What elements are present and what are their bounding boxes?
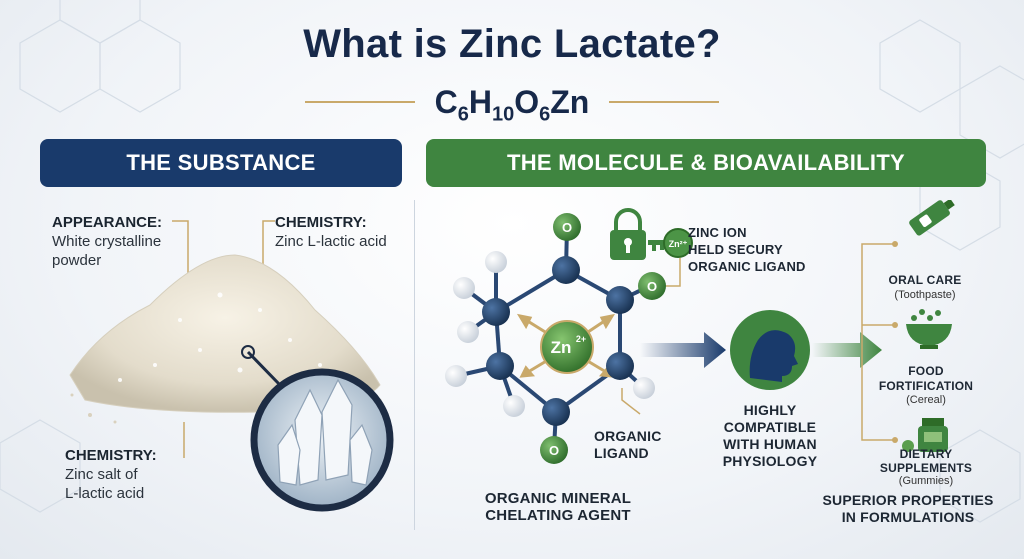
title-rule-right (609, 101, 719, 103)
lock-icon (610, 208, 646, 260)
use-oral-care: ORAL CARE (Toothpaste) (888, 273, 962, 301)
oxygen-atom (540, 436, 568, 464)
appearance-label: APPEARANCE: White crystalline powder (52, 214, 163, 269)
hydrogen-atom (457, 321, 479, 343)
zinc-ion-charge: 2+ (576, 334, 586, 344)
arrow-to-uses (812, 332, 882, 368)
substance-header: THE SUBSTANCE (40, 139, 402, 187)
hydrogen-atom (503, 395, 525, 417)
hydrogen-atom (453, 277, 475, 299)
physiology-caption: HIGHLY COMPATIBLE WITH HUMAN PHYSIOLOGY (722, 402, 818, 469)
chemical-formula: C6H10O6Zn (434, 84, 590, 126)
carbon-atom (552, 256, 580, 284)
crystal-magnifier (250, 368, 394, 512)
use-dietary-supplements: DIETARY SUPPLEMENTS (Gummies) (879, 447, 973, 487)
carbon-atom (482, 298, 510, 326)
svg-text:Zn²⁺: Zn²⁺ (669, 239, 688, 249)
powder-illustration (69, 220, 394, 512)
panel-divider (414, 200, 415, 530)
zinc-ion (540, 320, 594, 374)
hydrogen-atom (633, 377, 655, 399)
cereal-bowl-icon (906, 309, 952, 349)
chemistry-top-label: CHEMISTRY: Zinc L-lactic acid (275, 214, 387, 250)
chemistry-bottom-label: CHEMISTRY: Zinc salt of L-lactic acid (65, 447, 157, 502)
carbon-atom (606, 352, 634, 380)
carbon-atom (542, 398, 570, 426)
supplement-bottle-icon (902, 418, 948, 452)
carbon-atom (486, 352, 514, 380)
molecule-header: THE MOLECULE & BIOAVAILABILITY (426, 139, 986, 187)
title-rule-left (305, 101, 415, 103)
oxygen-label: O (562, 220, 572, 235)
toothpaste-icon (909, 200, 955, 236)
oxygen-label: O (549, 443, 559, 458)
hydrogen-atom (445, 365, 467, 387)
oxygen-atom (638, 272, 666, 300)
human-head-icon (749, 330, 798, 382)
oxygen-label: O (647, 279, 657, 294)
chelating-agent-caption: ORGANIC MINERAL CHELATING AGENT (484, 490, 632, 524)
oxygen-atom (553, 213, 581, 241)
key-icon: Zn²⁺ (648, 228, 693, 258)
superior-properties-caption: SUPERIOR PROPERTIES IN FORMULATIONS (822, 492, 994, 525)
page-title: What is Zinc Lactate? (303, 22, 721, 66)
organic-ligand-caption: ORGANIC LIGAND (594, 428, 662, 461)
carbon-atom (606, 286, 634, 314)
molecule-diagram: O O O Zn 2+ Zn²⁺ (445, 200, 955, 464)
zinc-ion-caption: ZINC ION HELD SECURY ORGANIC LIGAND (688, 225, 806, 274)
use-food-fortification: FOOD FORTIFICATION (Cereal) (878, 364, 974, 406)
arrow-to-physiology (640, 332, 726, 368)
zinc-ion-label: Zn (551, 338, 572, 357)
hydrogen-atom (485, 251, 507, 273)
